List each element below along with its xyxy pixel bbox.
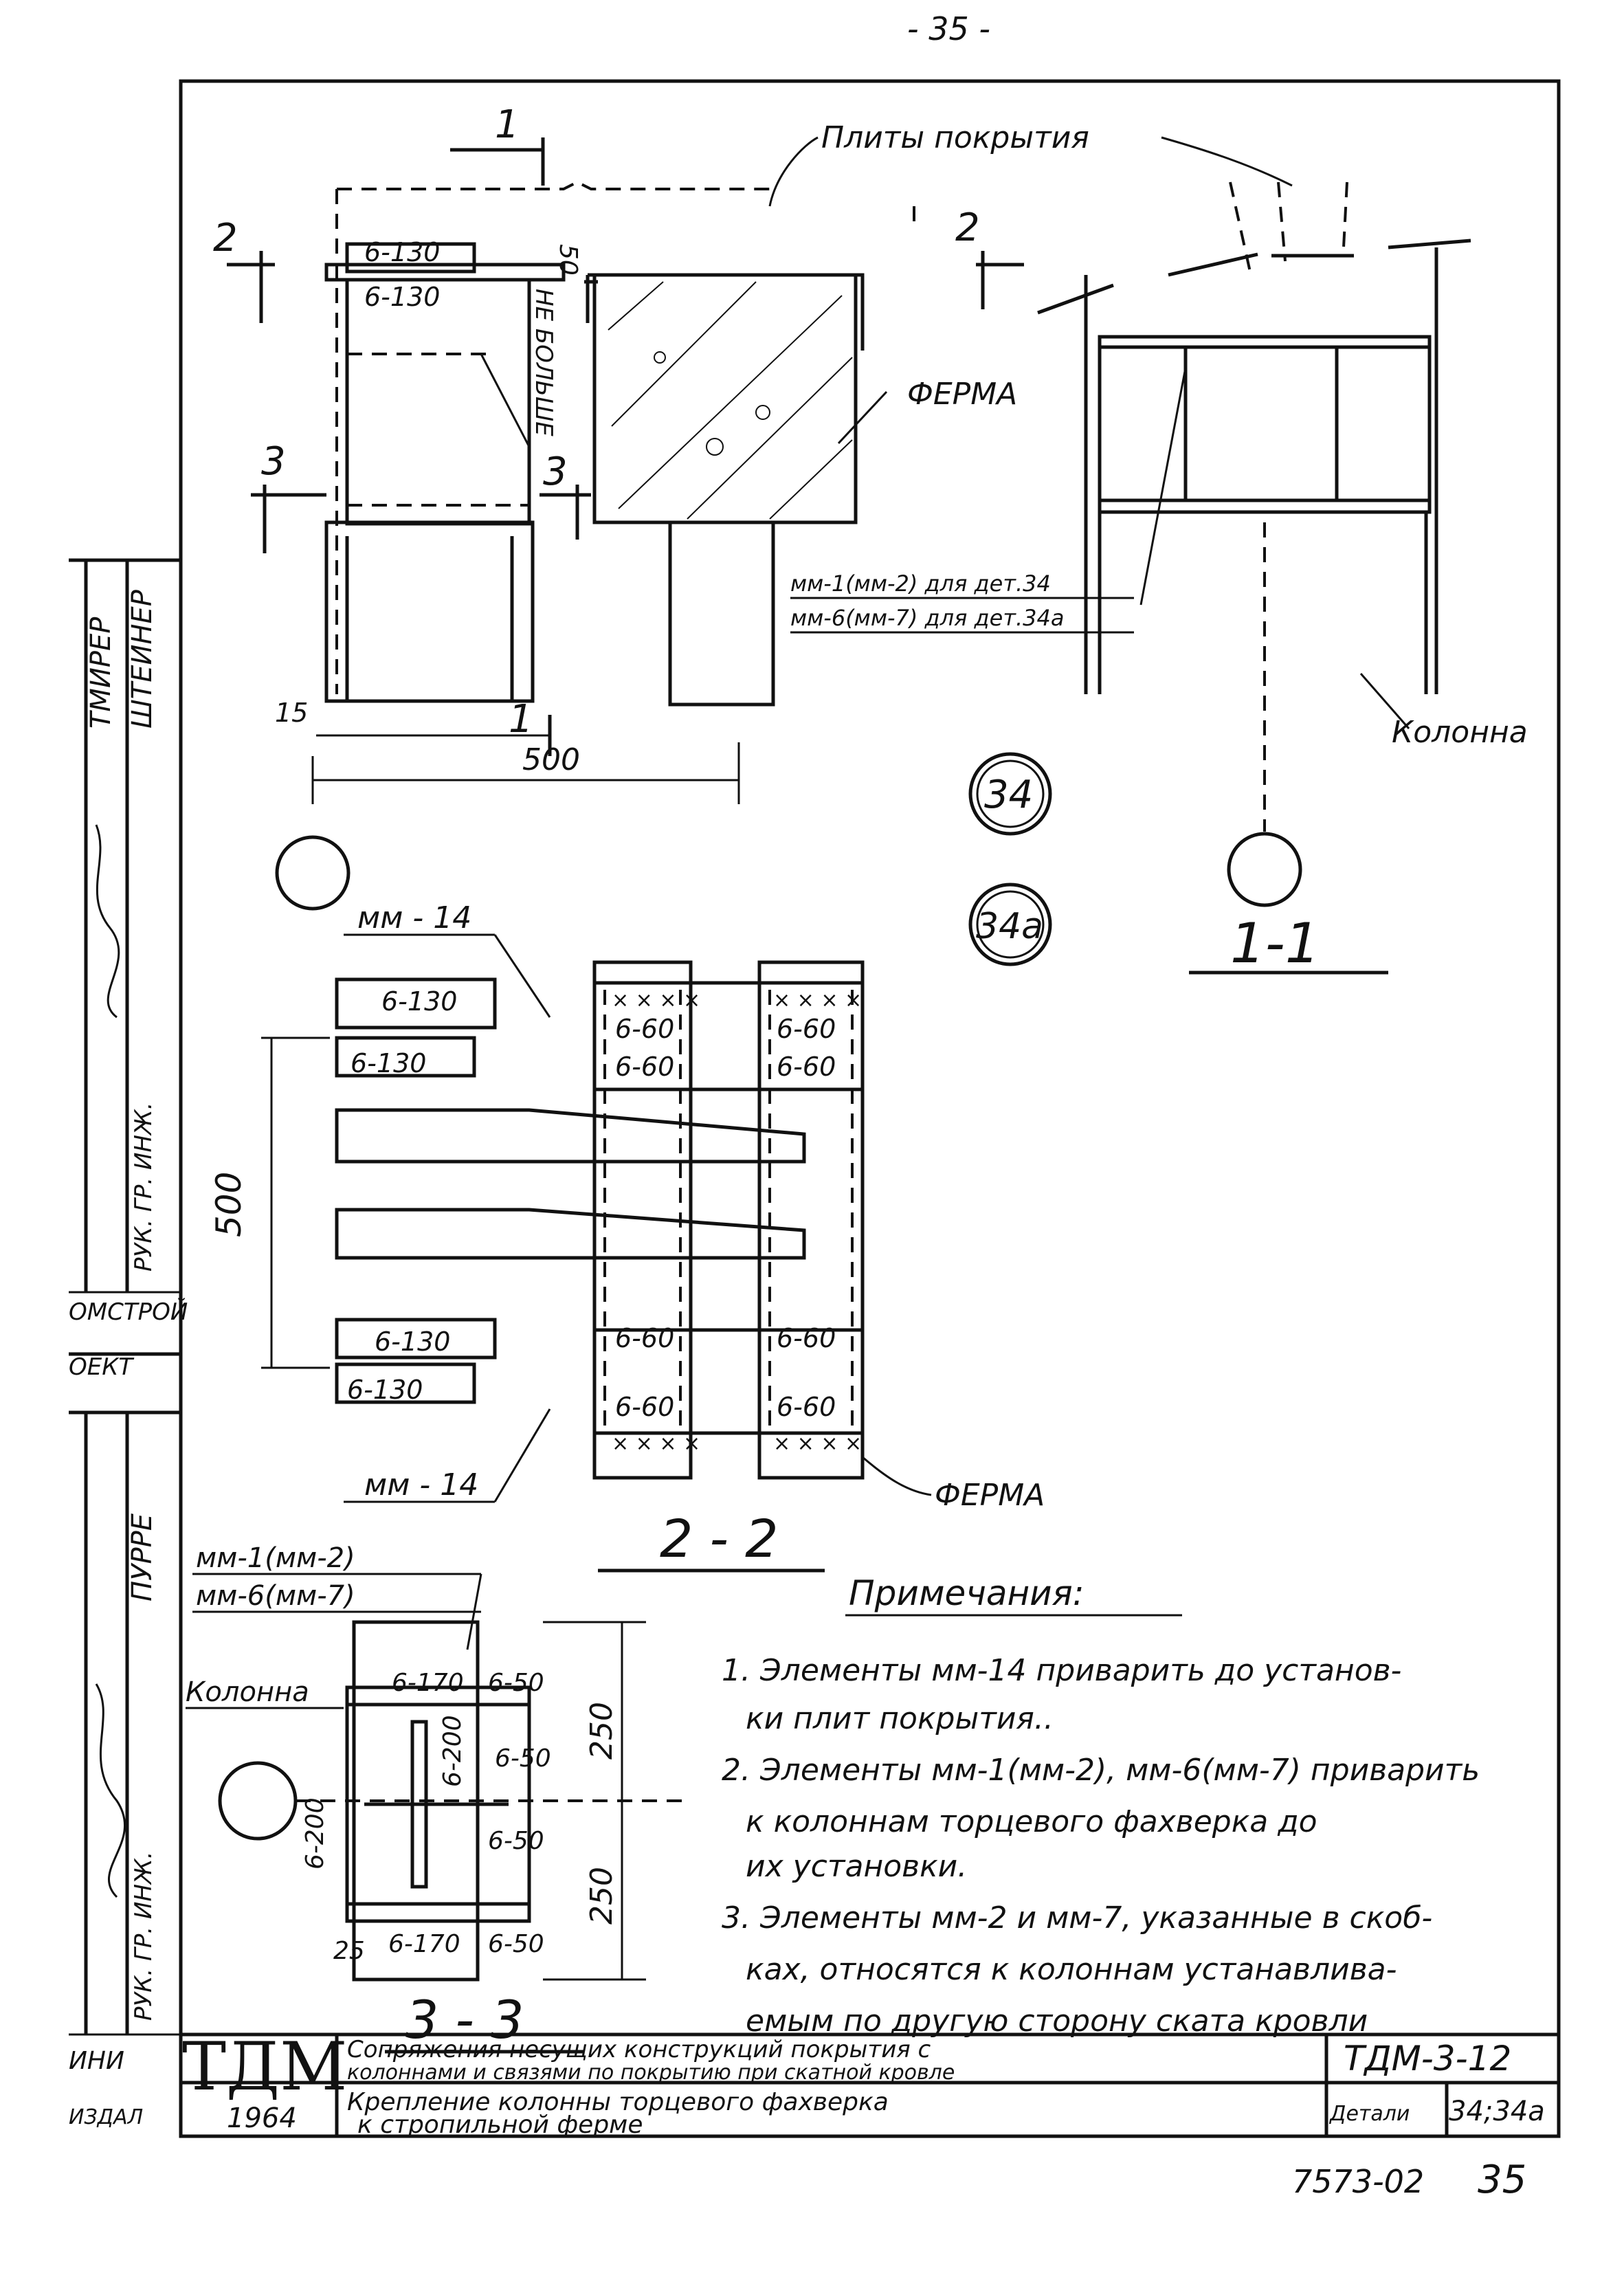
detail-value: 34;34а <box>1449 2096 1545 2127</box>
logo-tdm: ТДМ <box>182 2028 347 2105</box>
page-number: - 35 - <box>907 10 990 47</box>
label-mm6-33: мм-6(мм-7) <box>196 1580 355 1612</box>
side-label-8: ИНИ <box>69 2047 124 2075</box>
weld-22-4: 6-130 <box>347 1375 423 1405</box>
label-column-33: Колонна <box>186 1676 309 1708</box>
label-mm14-top: мм - 14 <box>357 900 471 935</box>
stamp-page: 35 <box>1478 2158 1526 2202</box>
side-label-6: ПУРРЕ <box>126 1513 158 1601</box>
label-plates: Плиты покрытия <box>821 120 1089 155</box>
section-2-2-title: 2 - 2 <box>660 1508 778 1569</box>
detail-34a: 34а <box>976 906 1043 947</box>
svg-text:× × × ×: × × × × <box>773 988 862 1012</box>
note-line-5: их установки. <box>746 1849 967 1884</box>
note-line-6: 3. Элементы мм-2 и мм-7, указанные в ско… <box>722 1900 1432 1936</box>
weld-33-4: 6-50 <box>495 1744 551 1773</box>
label-mm1-33: мм-1(мм-2) <box>196 1542 355 1574</box>
dim-250-top: 250 <box>584 1702 619 1760</box>
weld-22-12: 6-60 <box>777 1392 836 1422</box>
dim-25: 25 <box>333 1937 365 1965</box>
year: 1964 <box>227 2103 297 2134</box>
section-2-2: мм - 14 6-130 6-130 6-130 6-130 500 × × … <box>209 900 1045 1573</box>
cut-3-right: 3 <box>543 450 568 494</box>
sheet-code: ТДМ-3-12 <box>1344 2039 1511 2078</box>
side-label-4: ОМСТРОЙ <box>69 1298 188 1326</box>
weld-22-9: 6-60 <box>615 1323 674 1353</box>
cut-2-left: 2 <box>213 216 238 260</box>
weld-33-6: 6-50 <box>488 1827 544 1855</box>
label-mm14-bottom: мм - 14 <box>364 1467 478 1503</box>
label-truss-22: ФЕРМА <box>935 1478 1045 1513</box>
weld-33-5: 6-200 <box>301 1797 329 1870</box>
section-1-1: Колонна 1-1 <box>1037 181 1528 975</box>
signature-2 <box>95 1683 126 1898</box>
cut-3-left: 3 <box>261 439 286 484</box>
side-label-9: ИЗДАЛ <box>69 2105 143 2129</box>
note-line-1: 1. Элементы мм-14 приварить до установ- <box>722 1653 1401 1688</box>
weld-22-10: 6-60 <box>777 1323 836 1353</box>
dim-15: 15 <box>275 698 308 728</box>
subtitle-line-2: к стропильной ферме <box>357 2111 643 2139</box>
note-line-7: ках, относятся к колоннам устанавлива- <box>746 1952 1397 1987</box>
weld-22-3: 6-130 <box>375 1327 450 1357</box>
label-truss-top: ФЕРМА <box>907 377 1017 412</box>
signature-1 <box>95 824 120 1019</box>
cut-1-top: 1 <box>495 102 520 147</box>
subtitle-line-1: Крепление колонны торцевого фахверка <box>347 2088 889 2116</box>
detail-34: 34 <box>984 773 1033 817</box>
side-label-3: РУК. ГР. ИНЖ. <box>130 1102 157 1272</box>
weld-22-8: 6-60 <box>777 1052 836 1082</box>
notes-title: Примечания: <box>849 1573 1084 1613</box>
section-3-3: мм-1(мм-2) мм-6(мм-7) 6-170 6-50 6-200 6… <box>186 1542 687 2054</box>
side-label-5: ОЕКТ <box>69 1353 134 1381</box>
note-mm1: мм-1(мм-2) для дет.34 <box>790 570 1051 597</box>
side-label-2: ШТЕЙНЕР <box>125 589 158 729</box>
weld-22-11: 6-60 <box>615 1392 674 1422</box>
note-line-2: ки плит покрытия.. <box>746 1701 1054 1736</box>
weld-33-7: 6-170 <box>388 1930 460 1958</box>
title-block: ТДМ 1964 Сопряжения несущих конструкций … <box>181 2028 1559 2139</box>
dim-50: 50 <box>554 244 582 276</box>
notes: Примечания: 1. Элементы мм-14 приварить … <box>722 1573 1480 2039</box>
section-3-3-title: 3 - 3 <box>405 1989 524 2050</box>
top-view: 1 6-130 6-130 2 2 3 3 50 НЕ БОЛЬШЕ 500 <box>213 102 1293 966</box>
svg-text:× × × ×: × × × × <box>612 1432 700 1456</box>
detail-label: Детали <box>1328 2102 1410 2126</box>
cut-1-bottom: 1 <box>509 697 533 742</box>
sheet-frame <box>179 79 1561 2138</box>
dim-250-bottom: 250 <box>584 1867 619 1925</box>
svg-text:× × × ×: × × × × <box>773 1432 862 1456</box>
weld-22-5: 6-60 <box>615 1014 674 1044</box>
note-mm6: мм-6(мм-7) для дет.34а <box>790 605 1064 631</box>
weld-top-2: 6-130 <box>364 282 440 312</box>
weld-22-7: 6-60 <box>615 1052 674 1082</box>
weld-22-6: 6-60 <box>777 1014 836 1044</box>
side-label-7: РУК. ГР. ИНЖ. <box>130 1852 157 2021</box>
weld-33-2: 6-50 <box>488 1669 544 1697</box>
dim-500-22: 500 <box>209 1172 249 1237</box>
title-line-1: Сопряжения несущих конструкций покрытия … <box>347 2036 931 2063</box>
weld-33-3: 6-200 <box>438 1715 467 1787</box>
cut-2-right: 2 <box>955 206 980 250</box>
weld-top-1: 6-130 <box>364 237 440 267</box>
note-line-3: 2. Элементы мм-1(мм-2), мм-6(мм-7) прива… <box>722 1753 1480 1788</box>
weld-33-8: 6-50 <box>488 1930 544 1958</box>
weld-22-1: 6-130 <box>381 986 457 1017</box>
stamp-id: 7573-02 <box>1292 2163 1424 2200</box>
weld-33-1: 6-170 <box>392 1669 464 1697</box>
note-line-4: к колоннам торцевого фахверка до <box>746 1804 1317 1839</box>
weld-22-2: 6-130 <box>351 1048 426 1078</box>
title-line-2: колоннами и связями по покрытию при скат… <box>347 2061 955 2085</box>
label-column-1-1: Колонна <box>1392 715 1528 750</box>
side-strip: ТМИРЕР ШТЕЙНЕР РУК. ГР. ИНЖ. ОМСТРОЙ ОЕК… <box>69 558 188 2129</box>
svg-text:× × × ×: × × × × <box>612 988 700 1012</box>
label-not-more: НЕ БОЛЬШЕ <box>530 289 557 436</box>
section-1-1-title: 1-1 <box>1230 911 1320 975</box>
side-label-1: ТМИРЕР <box>85 617 117 729</box>
